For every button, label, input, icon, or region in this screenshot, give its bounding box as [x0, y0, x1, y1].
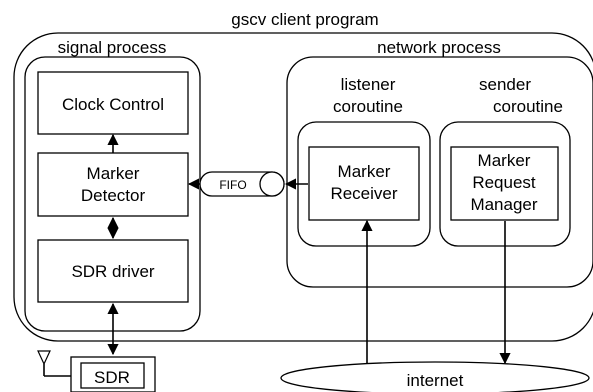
fifo-queue: FIFO: [199, 171, 285, 197]
marker-request-manager-label-line2: Request: [472, 173, 536, 192]
marker-detector-box: [37, 152, 189, 217]
network-process-label: network process: [377, 38, 501, 57]
sender-coroutine-label-line2: coroutine: [493, 97, 563, 116]
listener-coroutine-label-line1: listener: [341, 75, 396, 94]
marker-receiver-label-line1: Marker: [338, 162, 391, 181]
client-program-title: gscv client program: [231, 10, 378, 29]
marker-receiver-box: [308, 146, 420, 221]
sdr-driver-label: SDR driver: [71, 262, 154, 281]
sdr-inner-box: [80, 362, 145, 389]
listener-coroutine-label-line2: coroutine: [333, 97, 403, 116]
marker-request-manager-label-line1: Marker: [478, 151, 531, 170]
marker-receiver-label-line2: Receiver: [330, 184, 397, 203]
sdr-label: SDR: [94, 368, 130, 387]
fifo-label: FIFO: [219, 178, 246, 192]
marker-detector-label-line1: Marker: [87, 164, 140, 183]
sdr-driver-box: [37, 239, 189, 303]
internet-label: internet: [407, 371, 464, 390]
sender-coroutine-label-line1: sender: [479, 75, 531, 94]
signal-process-label: signal process: [58, 38, 167, 57]
marker-request-manager-box: [450, 146, 559, 221]
clock-control-box: [37, 71, 189, 135]
marker-detector-label-line2: Detector: [81, 186, 146, 205]
internet-ellipse: [280, 361, 590, 392]
marker-request-manager-label-line3: Manager: [470, 195, 537, 214]
clock-control-label: Clock Control: [62, 95, 164, 114]
antenna-icon: [37, 350, 71, 377]
